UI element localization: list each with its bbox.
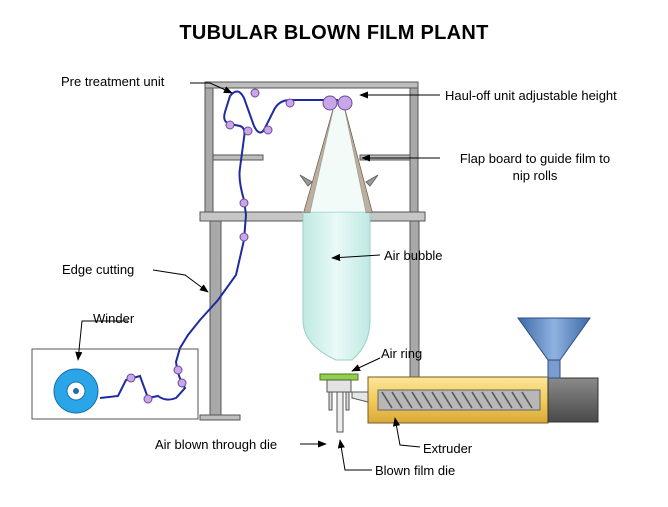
label-extruder: Extruder bbox=[423, 441, 473, 456]
guide-roller bbox=[177, 378, 187, 388]
nip-roll-right bbox=[337, 95, 353, 111]
motor bbox=[547, 377, 599, 423]
rollers bbox=[126, 88, 353, 404]
guide-roller bbox=[126, 373, 136, 383]
diagram-title: TUBULAR BLOWN FILM PLANT bbox=[179, 22, 489, 44]
label-pretreatment-unit: Pre treatment unit bbox=[61, 74, 165, 89]
guide-roller bbox=[239, 232, 249, 242]
air-ring bbox=[319, 373, 359, 381]
guide-roller bbox=[285, 98, 295, 108]
air-bubble bbox=[302, 211, 371, 361]
label-flap-board-line1: Flap board to guide film to bbox=[459, 151, 611, 166]
label-edge-cutting: Edge cutting bbox=[62, 262, 135, 277]
label-air-blown-through-die: Air blown through die bbox=[155, 437, 278, 452]
label-flap-board-line2: nip rolls bbox=[512, 168, 558, 183]
label-air-ring: Air ring bbox=[381, 346, 423, 361]
guide-roller bbox=[239, 198, 249, 208]
label-winder: Winder bbox=[93, 311, 135, 326]
flap-boards bbox=[299, 109, 379, 213]
guide-roller bbox=[263, 125, 273, 135]
hopper bbox=[517, 317, 591, 361]
extruder bbox=[351, 317, 599, 424]
guide-roller bbox=[173, 365, 183, 375]
guide-roller bbox=[250, 88, 260, 98]
guide-roller bbox=[243, 126, 253, 136]
callout-arrows bbox=[75, 82, 440, 471]
guide-roller bbox=[225, 120, 235, 130]
winder-unit bbox=[31, 348, 199, 420]
guide-roller bbox=[143, 394, 153, 404]
blown-film-die bbox=[326, 379, 352, 433]
label-flap-board: Flap board to guide film to nip rolls bbox=[435, 150, 635, 184]
label-hauloff-unit: Haul-off unit adjustable height bbox=[445, 88, 617, 103]
label-air-bubble: Air bubble bbox=[384, 248, 443, 263]
label-blown-film-die: Blown film die bbox=[375, 463, 456, 478]
nip-roll-left bbox=[322, 95, 338, 111]
